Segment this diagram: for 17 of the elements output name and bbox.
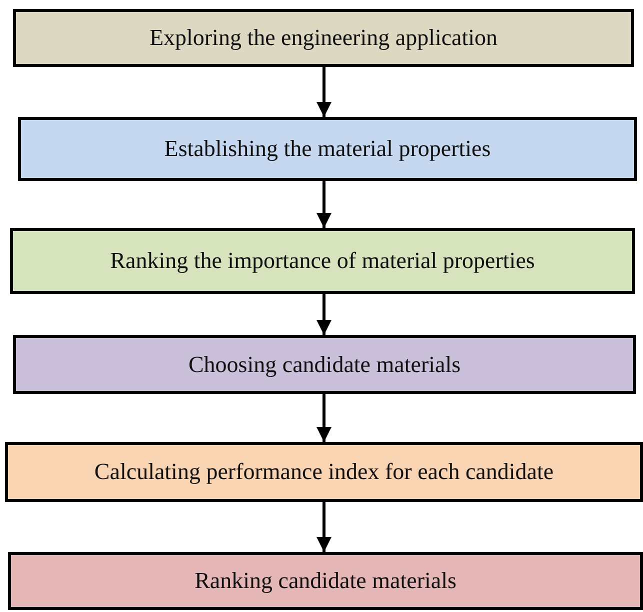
step-label: Calculating performance index for each candidate [94,459,554,485]
step-label: Ranking the importance of material properties [110,248,535,274]
arrow [316,181,332,228]
process-box [18,117,637,181]
step-label: Choosing candidate materials [188,352,461,378]
process-box [13,9,634,67]
process-box [10,228,635,294]
step-label: Establishing the material properties [164,136,491,162]
process-box [13,335,636,394]
arrow [316,502,332,552]
arrow [316,67,332,117]
process-box [8,552,643,610]
step-label: Ranking candidate materials [194,568,456,594]
arrow [316,294,332,335]
process-box [5,442,643,502]
step-label: Exploring the engineering application [149,25,498,51]
arrow [316,394,332,442]
